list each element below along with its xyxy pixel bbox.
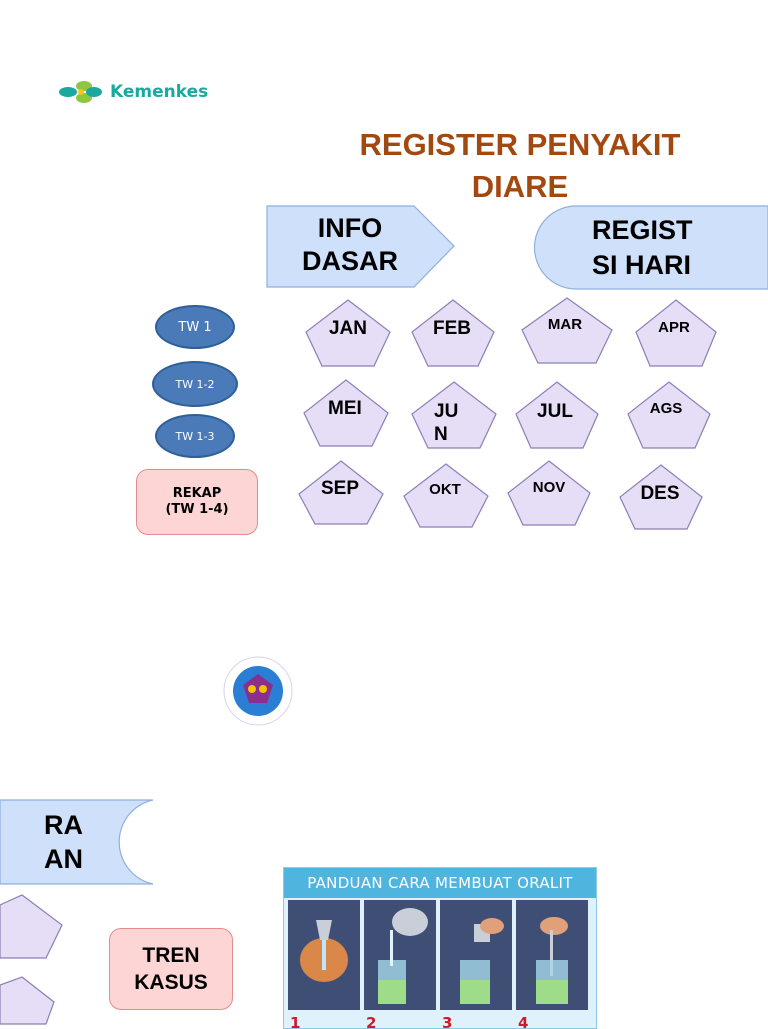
info-dasar-line1: INFO	[280, 212, 420, 245]
month-feb-label[interactable]: FEB	[422, 318, 482, 340]
oralit-step-4-panel: 4	[516, 900, 588, 1010]
oralit-step-1-number: 1	[290, 1014, 300, 1029]
month-nov-label[interactable]: NOV	[519, 479, 579, 496]
quarter-tw1-2-label: TW 1-2	[175, 378, 214, 391]
partial-pentagon-2[interactable]	[0, 977, 54, 1024]
oralit-step-2-number: 2	[366, 1014, 376, 1029]
oralit-guide-title: PANDUAN CARA MEMBUAT ORALIT	[284, 868, 596, 898]
month-jun-label[interactable]: JUN	[434, 400, 468, 446]
oralit-step-2-panel: 2	[364, 900, 436, 1010]
month-okt-label[interactable]: OKT	[415, 481, 475, 498]
info-dasar-line2: DASAR	[280, 245, 420, 278]
month-mei-label[interactable]: MEI	[328, 398, 364, 420]
rekap-button[interactable]: REKAP (TW 1-4)	[136, 469, 258, 535]
partial-pentagon-1[interactable]	[0, 895, 62, 958]
oralit-guide-image: PANDUAN CARA MEMBUAT ORALIT 1 2	[283, 867, 597, 1029]
stir-spoon-icon	[516, 900, 588, 1010]
info-dasar-button[interactable]: INFO DASAR	[280, 212, 420, 278]
lintas-diare-logo	[224, 657, 292, 725]
quarter-tw1-2-button[interactable]: TW 1-2	[152, 361, 238, 407]
sachet-pour-icon	[440, 900, 512, 1010]
quarter-tw1-3-button[interactable]: TW 1-3	[155, 414, 235, 458]
rekap-line1: REKAP	[165, 486, 228, 502]
registrasi-partial-button[interactable]: RA AN	[44, 808, 104, 876]
registrasi-partial-line1: RA	[44, 808, 104, 842]
oralit-step-3-number: 3	[442, 1014, 452, 1029]
oralit-step-1-panel: 1	[288, 900, 360, 1010]
quarter-tw1-3-label: TW 1-3	[175, 430, 214, 443]
month-des-label[interactable]: DES	[630, 483, 690, 505]
rekap-line2: (TW 1-4)	[165, 502, 228, 518]
registrasi-line2: SI HARI	[592, 248, 737, 283]
month-apr-label[interactable]: APR	[644, 319, 704, 336]
quarter-tw1-label: TW 1	[178, 320, 211, 335]
month-mar-label[interactable]: MAR	[535, 316, 595, 333]
hand-washing-icon	[288, 900, 360, 1010]
month-jan-label[interactable]: JAN	[318, 318, 378, 340]
month-ags-label[interactable]: AGS	[636, 400, 696, 417]
month-sep-label[interactable]: SEP	[310, 478, 370, 500]
oralit-step-3-panel: 3	[440, 900, 512, 1010]
registrasi-line1: REGIST	[592, 213, 737, 248]
oralit-step-4-number: 4	[518, 1014, 528, 1029]
month-jul-label[interactable]: JUL	[525, 401, 585, 423]
registrasi-partial-line2: AN	[44, 842, 104, 876]
quarter-tw1-button[interactable]: TW 1	[155, 305, 235, 349]
tren-kasus-button[interactable]: TREN KASUS	[109, 928, 233, 1010]
kettle-pour-icon	[364, 900, 436, 1010]
registrasi-harian-button[interactable]: REGIST SI HARI	[578, 213, 737, 283]
